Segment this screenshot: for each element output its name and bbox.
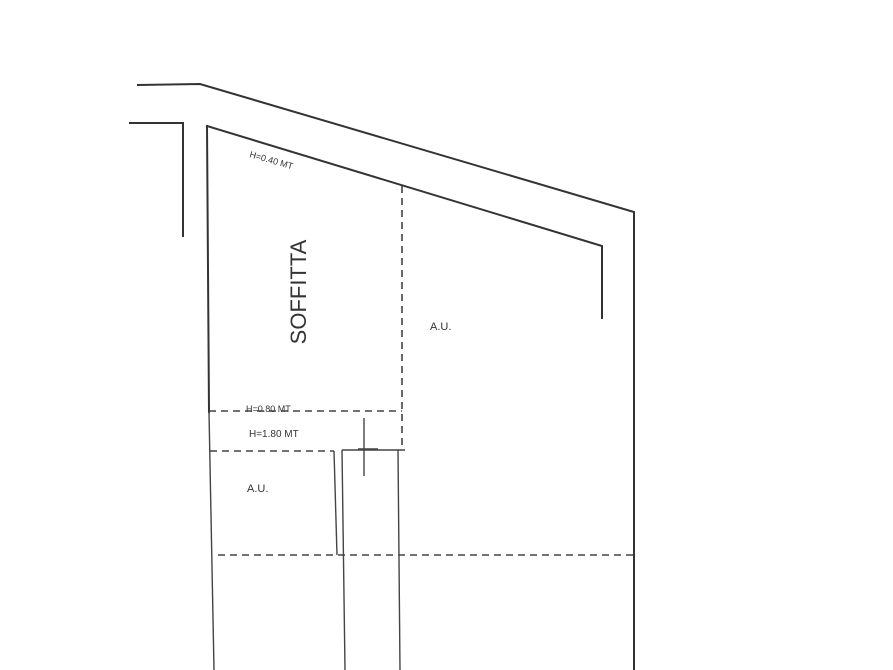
inner-roof-line [205, 124, 603, 319]
label-room-name: SOFFITTA [286, 239, 311, 344]
room-divider-wall [333, 450, 338, 556]
lower-left-wall [208, 411, 215, 670]
stair-right-line [397, 449, 401, 670]
label-height-lower: H=1.80 MT [249, 429, 299, 440]
outer-left-wall [129, 122, 184, 237]
label-au-left: A.U. [247, 483, 268, 495]
outer-roof-line [136, 82, 635, 670]
label-au-right: A.U. [430, 321, 451, 333]
inner-left-wall [205, 124, 211, 414]
label-height-mid: H=0.80 MT [246, 404, 291, 414]
stair-left-line [341, 449, 346, 670]
label-height-top: H=0.40 MT [248, 149, 294, 171]
